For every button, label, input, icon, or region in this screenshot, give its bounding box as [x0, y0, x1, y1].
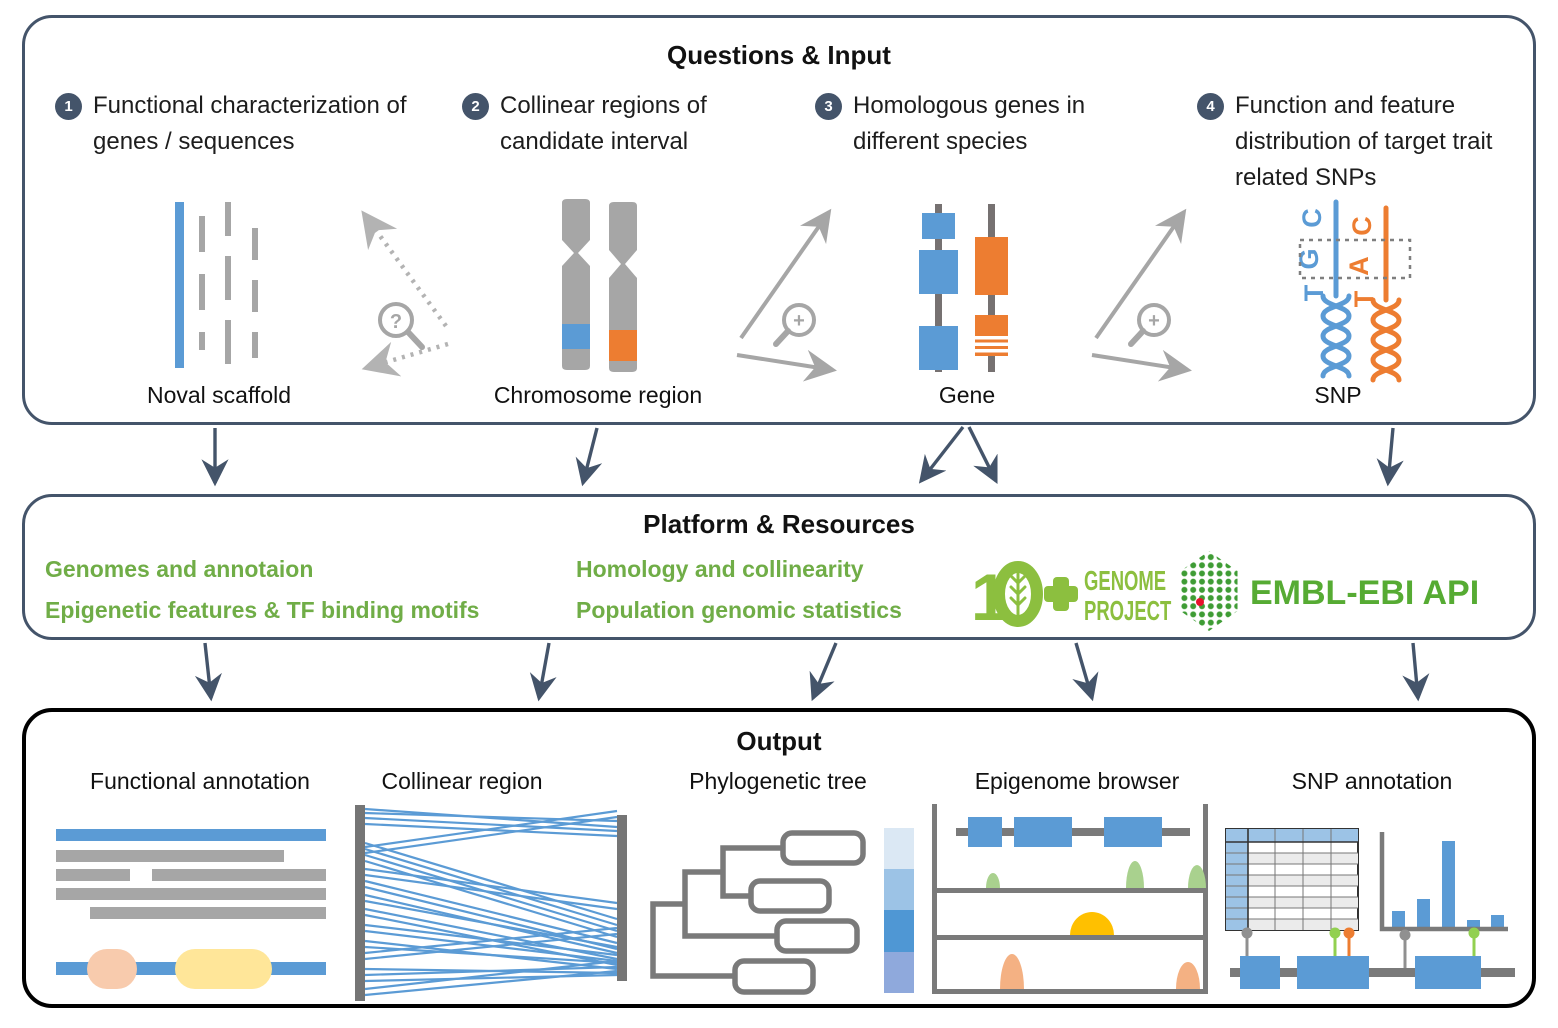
zoom-arrows-icon-1: +	[736, 208, 837, 382]
svg-text:T: T	[1349, 290, 1379, 307]
feature-blob-yellow	[175, 949, 272, 989]
question-item-2: 2 Collinear regions of candidate interva…	[462, 88, 737, 160]
output-label-epigenome: Epigenome browser	[974, 768, 1180, 794]
heat-strip-icon	[884, 828, 914, 993]
novel-scaffold-icon	[175, 202, 258, 370]
arrow-gene-to-platform-right	[967, 426, 998, 485]
chromosome-region-icon	[562, 199, 637, 372]
orange-peak	[1070, 912, 1114, 935]
gene-icon	[919, 204, 1008, 372]
collinear-left-bar	[355, 805, 365, 1001]
output-box: Output	[22, 708, 1536, 1008]
gene-label: Gene	[938, 382, 996, 408]
resource-homology: Homology and collinearity	[576, 556, 864, 582]
salmon-peaks	[1000, 954, 1200, 989]
embl-ebi-api-label: EMBL-EBI API	[1250, 574, 1480, 612]
chromosome-left-band	[562, 324, 590, 349]
output-label-phylo: Phylogenetic tree	[689, 768, 867, 794]
question-1-text: Functional characterization of genes / s…	[93, 92, 407, 155]
arrow-platform-to-out2	[529, 642, 557, 702]
magnifier-plus-icon: +	[1128, 303, 1171, 347]
output-label-collinear: Collinear region	[381, 768, 543, 794]
question-item-4: 4 Function and feature distribution of t…	[1197, 88, 1497, 196]
chromosome-right-band	[609, 330, 637, 361]
arrow-chromosome-to-platform	[575, 427, 603, 487]
genome-project-logo: 1 GENOME PROJECT	[971, 560, 1172, 634]
svg-text:GENOME: GENOME	[1084, 566, 1166, 597]
scaffold-label: Noval scaffold	[146, 382, 292, 408]
epigenome-browser-icon	[932, 804, 1208, 994]
svg-text:?: ?	[390, 311, 402, 333]
snp-barchart-icon	[1379, 832, 1508, 932]
collinear-right-bar	[617, 815, 627, 981]
resource-epigenetic: Epigenetic features & TF binding motifs	[45, 597, 480, 623]
collinear-region-icon	[355, 805, 627, 1001]
resource-population: Population genomic statistics	[576, 597, 902, 623]
magnifier-question-icon: ?	[378, 302, 425, 350]
arrow-platform-to-out3	[809, 642, 838, 702]
arrow-gene-to-platform-left	[918, 425, 965, 484]
arrow-platform-to-out5	[1402, 642, 1430, 702]
output-title: Output	[736, 726, 822, 756]
arrow-platform-to-out4	[1072, 642, 1099, 702]
snp-dna-icon: C G T C A T	[1294, 199, 1412, 383]
question-2-badge: 2	[462, 93, 489, 120]
question-item-1: 1 Functional characterization of genes /…	[55, 88, 427, 160]
plus-icon	[1044, 577, 1078, 611]
snp-lollipop-track-icon	[1230, 927, 1515, 989]
question-3-badge: 3	[815, 93, 842, 120]
questions-box: Questions & Input	[22, 15, 1536, 425]
platform-box: Platform & Resources	[22, 494, 1536, 640]
svg-text:+: +	[793, 310, 805, 332]
question-magnifier-arrows-icon: ?	[361, 210, 449, 377]
magnifier-plus-icon: +	[773, 303, 816, 347]
arrow-platform-to-out1	[194, 642, 222, 702]
question-2-text: Collinear regions of candidate interval	[500, 92, 707, 155]
green-peaks	[986, 861, 1206, 888]
svg-text:T: T	[1299, 284, 1329, 301]
questions-title: Questions & Input	[667, 40, 891, 70]
svg-text:A: A	[1344, 256, 1374, 276]
chromosome-label: Chromosome region	[493, 382, 703, 408]
phylogenetic-tree-icon	[650, 830, 866, 995]
svg-text:C: C	[1347, 216, 1377, 236]
zoom-arrows-icon-2: +	[1091, 208, 1192, 382]
wheat-icon	[1009, 572, 1027, 616]
svg-text:C: C	[1297, 208, 1327, 228]
svg-text:+: +	[1148, 310, 1160, 332]
question-1-badge: 1	[55, 93, 82, 120]
output-label-functional: Functional annotation	[90, 768, 310, 794]
snp-table-icon	[1225, 828, 1359, 931]
question-item-3: 3 Homologous genes in different species	[815, 88, 1095, 160]
question-4-badge: 4	[1197, 93, 1224, 120]
svg-text:G: G	[1294, 248, 1324, 269]
arrow-snp-to-platform	[1376, 427, 1404, 487]
resource-genomes: Genomes and annotaion	[45, 556, 314, 582]
snp-highlight-box	[1298, 238, 1412, 280]
chromosome-right	[609, 202, 637, 372]
functional-annotation-icon	[56, 829, 326, 989]
question-4-text: Function and feature distribution of tar…	[1235, 92, 1493, 191]
embl-red-dot	[1196, 598, 1204, 606]
platform-title: Platform & Resources	[643, 509, 915, 539]
snp-label: SNP	[1314, 382, 1362, 408]
svg-text:PROJECT: PROJECT	[1084, 596, 1172, 627]
question-3-text: Homologous genes in different species	[853, 92, 1086, 155]
output-label-snp: SNP annotation	[1291, 768, 1453, 794]
feature-blob-peach	[87, 949, 137, 989]
